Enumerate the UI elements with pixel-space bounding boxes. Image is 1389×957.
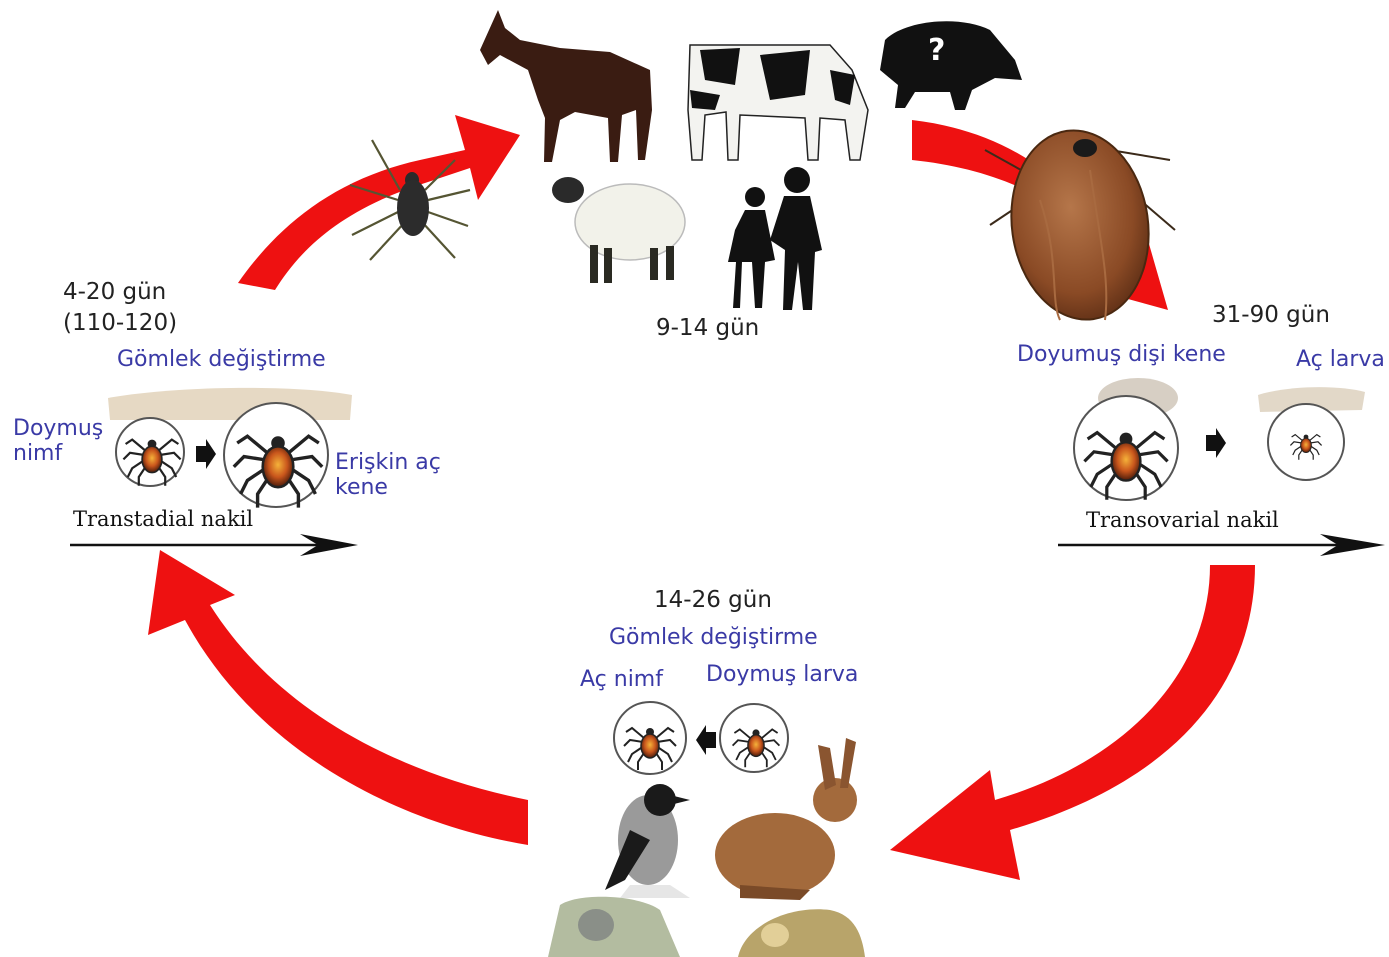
transovarial-transmission-label: Transovarial nakil <box>1086 509 1279 532</box>
boar-icon: ? <box>880 21 1022 110</box>
transstadial-panel <box>108 388 352 508</box>
host-stage-days: 9-14 gün <box>656 316 759 341</box>
transstadial-transmission-label: Transtadial nakil <box>73 508 253 531</box>
partridge-icon <box>548 897 680 957</box>
engorged-nymph-label: Doymuş nimf <box>13 416 109 467</box>
transstadial-molting-label: Gömlek değiştirme <box>117 348 326 372</box>
transstadial-arrow <box>70 534 358 556</box>
larva-stage-days: 14-26 gün <box>654 588 772 613</box>
transstadial-days: 4-20 gün <box>63 280 166 305</box>
transovarial-panel <box>1074 378 1365 500</box>
unknown-host-marker: ? <box>928 33 945 68</box>
engorged-larva-label: Doymuş larva <box>706 663 858 687</box>
larva-stage-panel <box>614 702 788 774</box>
sheep-icon <box>552 177 685 283</box>
crow-icon <box>605 784 690 898</box>
hungry-adult-label: Erişkin aç kene <box>335 450 445 501</box>
hungry-larva-label: Aç larva <box>1296 348 1385 372</box>
transovarial-arrow <box>1058 534 1385 556</box>
larva-stage-molting-label: Gömlek değiştirme <box>609 626 818 650</box>
arrow-transovarial-to-larva <box>890 565 1255 880</box>
hedgehog-icon <box>738 909 865 957</box>
cow-icon <box>688 45 868 160</box>
transstadial-days-range: (110-120) <box>63 311 177 336</box>
engorged-female-label: Doyumuş dişi kene <box>1017 343 1226 367</box>
arrow-larva-to-transstadial <box>148 550 528 845</box>
hungry-nymph-label: Aç nimf <box>580 668 663 692</box>
people-icon <box>728 167 822 310</box>
transovarial-days: 31-90 gün <box>1212 303 1330 328</box>
arrow-transstadial-to-hosts <box>238 115 520 290</box>
